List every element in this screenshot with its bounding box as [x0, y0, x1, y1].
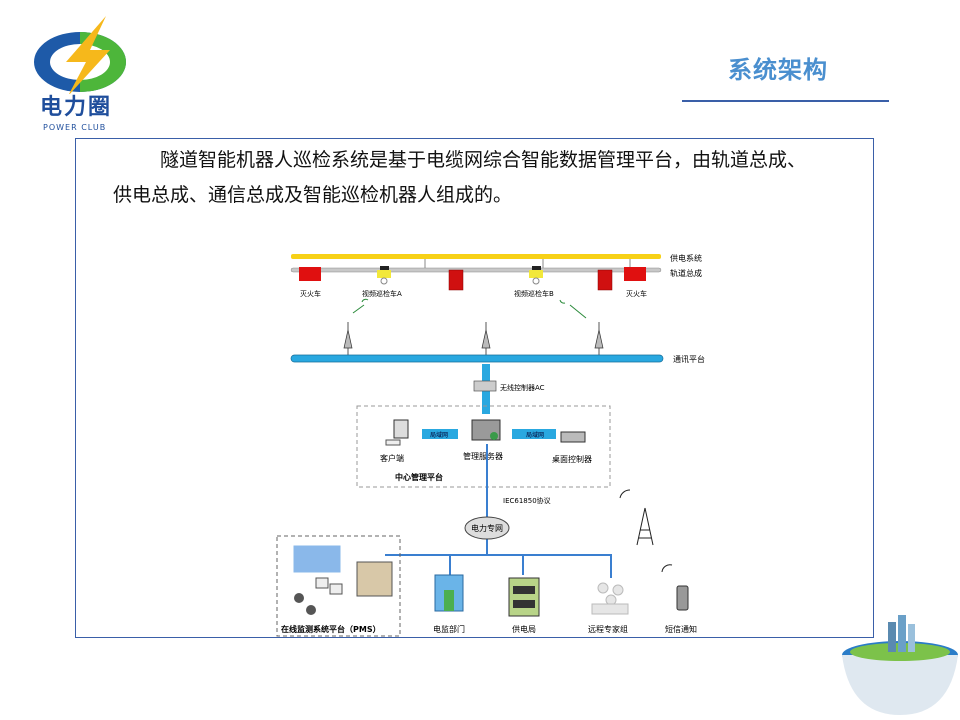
- desktop-controller-label: 桌面控制器: [552, 454, 592, 464]
- fire-door-icon: [448, 269, 464, 291]
- power-rail: [291, 254, 661, 259]
- center-platform-box: [356, 405, 611, 488]
- wireless-signal-icon: [559, 299, 587, 319]
- desktop-controller-icon: [560, 431, 586, 443]
- operators-icon: [294, 577, 343, 615]
- lightning-logo-icon: [34, 16, 126, 96]
- lan-right-label: 局域网: [526, 431, 544, 439]
- office-building-icon: [508, 577, 540, 617]
- comm-platform-bar: [290, 354, 664, 363]
- logo-subtitle: POWER CLUB: [43, 123, 107, 132]
- logo-name: 电力圈: [40, 95, 113, 120]
- fire-door-icon: [597, 269, 613, 291]
- monitor-dept-label: 电监部门: [433, 624, 465, 634]
- inspection-car-a-label: 视频巡检车A: [362, 289, 402, 298]
- inspection-car-b-label: 视频巡检车B: [514, 289, 554, 298]
- track-assembly-label: 轨道总成: [670, 268, 702, 278]
- power-system-label: 供电系统: [670, 253, 702, 263]
- access-point-icon: [594, 322, 604, 358]
- building-icon: [434, 574, 464, 612]
- access-point-icon: [343, 322, 353, 358]
- client-computer-icon: [385, 419, 409, 446]
- intro-line-1: 隧道智能机器人巡检系统是基于电缆网综合智能数据管理平台，由轨道总成、: [160, 149, 807, 171]
- fire-car-left-icon: [299, 267, 321, 281]
- client-label: 客户端: [380, 453, 404, 463]
- power-network-label: 电力专网: [471, 523, 503, 533]
- content-frame: [75, 138, 874, 638]
- title-underline: [682, 100, 889, 102]
- page-title: 系统架构: [728, 56, 828, 84]
- access-point-icon: [481, 322, 491, 358]
- lan-right-arrow: [512, 429, 556, 439]
- fire-car-right-icon: [624, 267, 646, 281]
- fire-car-left-label: 灭火车: [300, 289, 321, 298]
- cell-tower-icon: [619, 489, 673, 573]
- pms-box: [276, 535, 401, 637]
- center-platform-label: 中心管理平台: [395, 472, 443, 482]
- globe-city-decoration-icon: [842, 615, 958, 715]
- power-club-logo: [28, 14, 138, 96]
- server-rack-icon: [356, 561, 393, 597]
- comm-platform-label: 通讯平台: [673, 354, 705, 364]
- wireless-controller-label: 无线控制器AC: [500, 383, 545, 392]
- wireless-controller-icon: [473, 380, 497, 392]
- server-icon: [471, 419, 501, 441]
- inspection-car-a-icon: [377, 266, 391, 285]
- lan-left-arrow: [422, 429, 458, 439]
- power-network-cloud-icon: [464, 516, 510, 540]
- expert-group-label: 远程专家组: [588, 624, 628, 634]
- power-bureau-label: 供电局: [512, 624, 536, 634]
- video-wall-icon: [292, 544, 342, 574]
- inspection-car-b-icon: [529, 266, 543, 285]
- fire-car-right-label: 灭火车: [626, 289, 647, 298]
- expert-group-icon: [591, 582, 629, 615]
- sms-label: 短信通知: [665, 624, 697, 634]
- mobile-phone-icon: [676, 585, 689, 611]
- pms-label: 在线监测系统平台（PMS）: [281, 624, 381, 634]
- protocol-label: IEC61850协议: [503, 496, 551, 505]
- wireless-signal-icon: [352, 298, 369, 314]
- intro-line-2: 供电总成、通信总成及智能巡检机器人组成的。: [113, 184, 513, 206]
- lan-left-label: 局域网: [430, 431, 448, 439]
- server-label: 管理服务器: [463, 451, 503, 461]
